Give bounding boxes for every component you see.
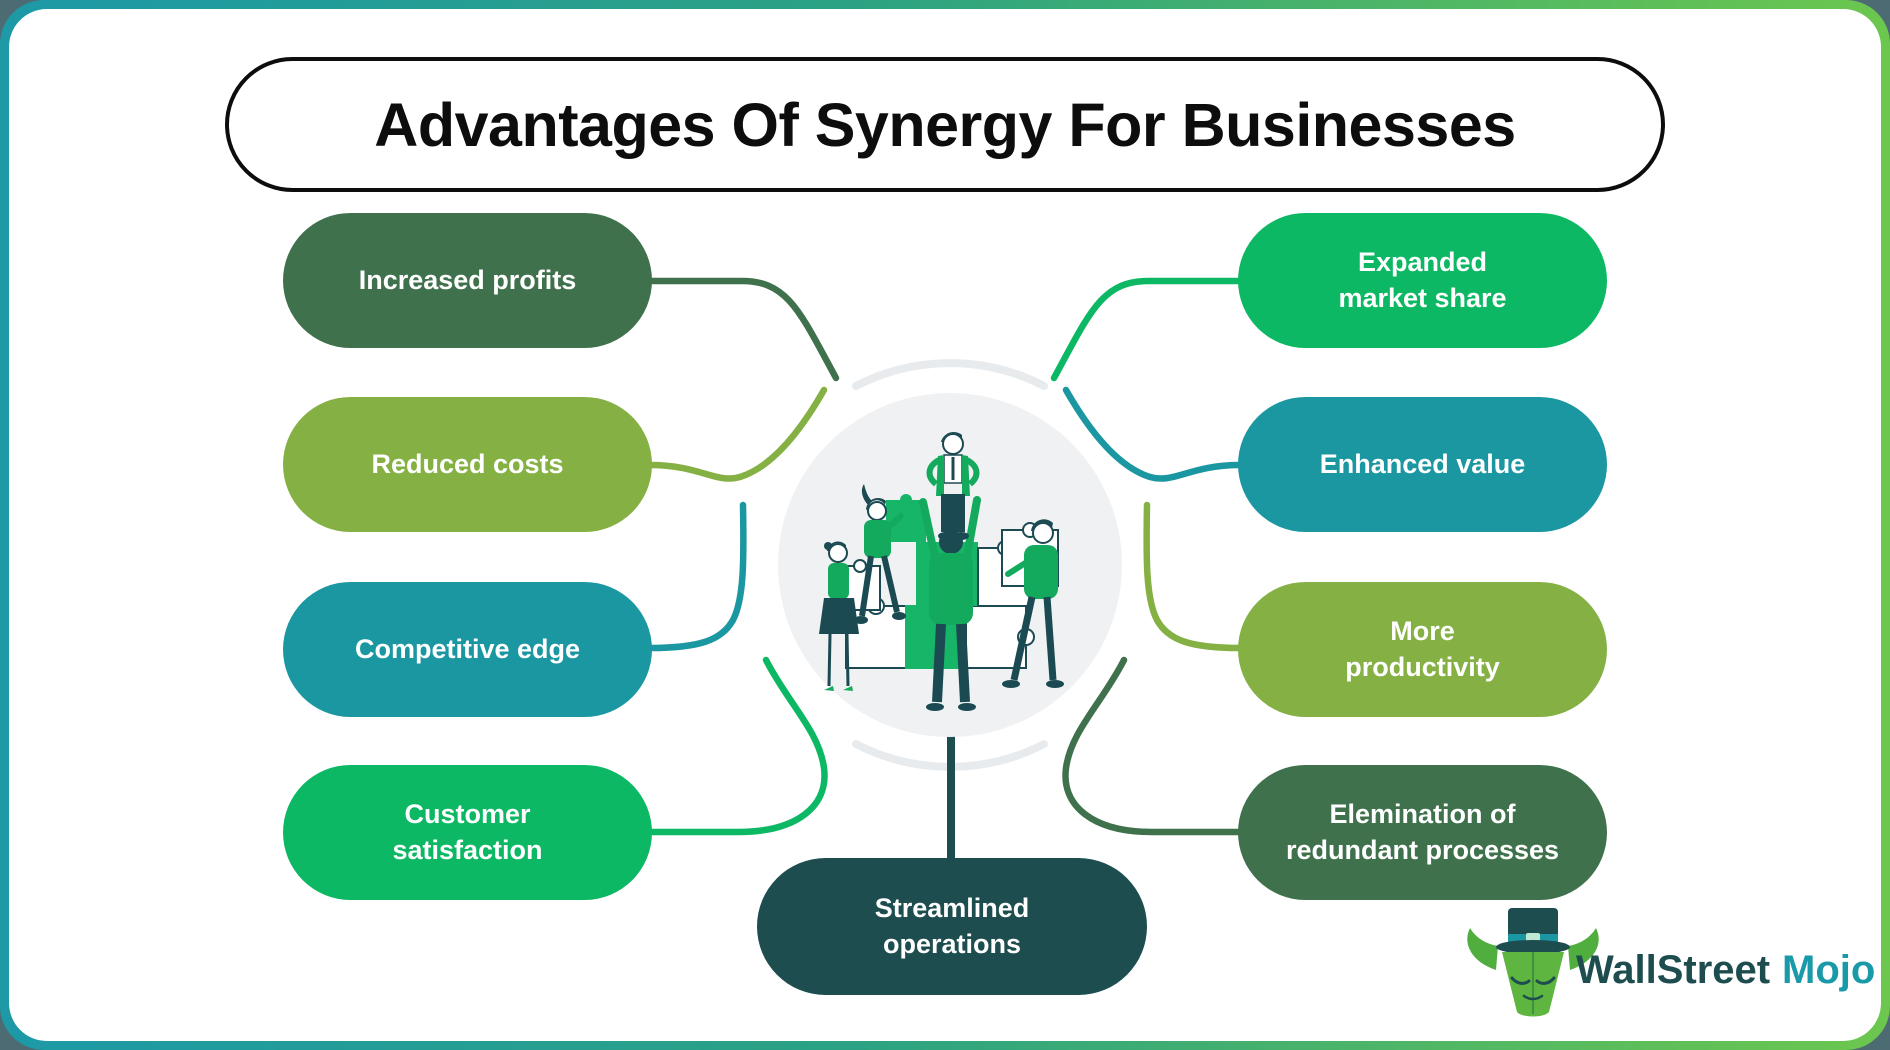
teamwork-puzzle-illustration (819, 431, 1064, 711)
logo-text-wallstreet: WallStreet (1576, 948, 1770, 992)
connector-increased-profits (646, 277, 840, 382)
manager-on-top (926, 431, 980, 540)
title-box: Advantages Of Synergy For Businesses (225, 57, 1665, 192)
man-carrying-piece (1001, 519, 1064, 688)
connector-lines (646, 277, 1244, 862)
connector-more-productivity (1143, 501, 1244, 652)
pill-more-productivity: More productivity (1238, 582, 1607, 717)
pill-expanded-market-share: Expanded market share (1238, 213, 1607, 348)
woman-hands-on-hips (819, 541, 881, 691)
wallstreetmojo-logo: WallStreet Mojo (1467, 908, 1875, 1017)
connector-expanded-market-share (1050, 277, 1244, 382)
man-reaching-up (919, 496, 981, 711)
woman-holding-green-piece (854, 484, 926, 624)
connector-elemination-processes (1062, 656, 1244, 836)
pill-competitive-edge: Competitive edge (283, 582, 652, 717)
logo-text-mojo: Mojo (1782, 948, 1875, 992)
page-title: Advantages Of Synergy For Businesses (374, 90, 1516, 159)
connector-reduced-costs (646, 386, 828, 482)
connector-customer-satisfaction (646, 656, 828, 836)
pill-elemination-redundant-processes: Elemination of redundant processes (1238, 765, 1607, 900)
connector-enhanced-value (1062, 386, 1244, 482)
pill-customer-satisfaction: Customer satisfaction (283, 765, 652, 900)
pill-reduced-costs: Reduced costs (283, 397, 652, 532)
pill-increased-profits: Increased profits (283, 213, 652, 348)
bull-mascot-icon (1467, 908, 1599, 1017)
pill-streamlined-operations: Streamlined operations (757, 858, 1147, 995)
pill-enhanced-value: Enhanced value (1238, 397, 1607, 532)
connector-competitive-edge (646, 501, 747, 652)
